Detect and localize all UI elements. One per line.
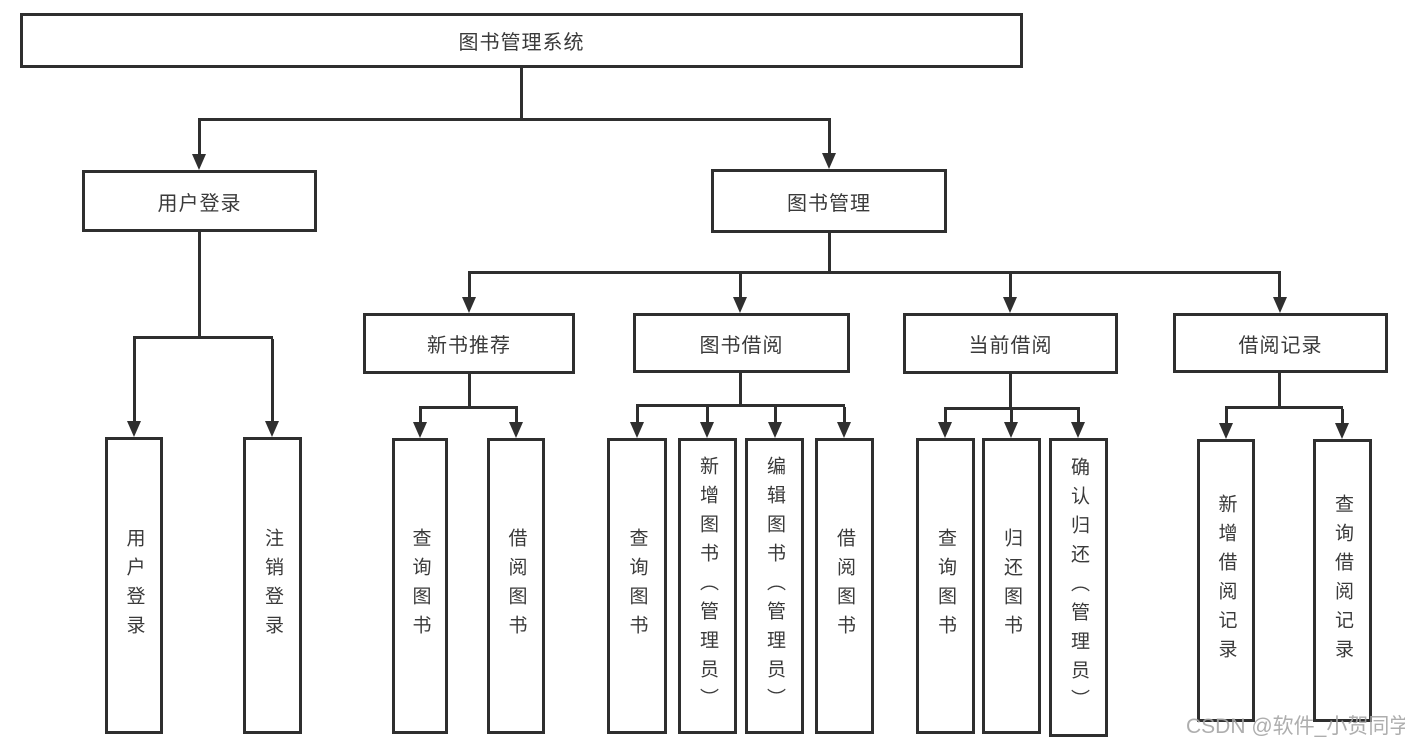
node-book-management: 图书管理 [711,169,947,233]
connector-line [198,118,831,121]
arrow-down-icon [127,421,141,437]
leaf-borrow-query-book-label: 查询图书 [626,528,648,644]
connector-line [520,68,523,118]
connector-line [774,407,777,422]
arrow-down-icon [1003,297,1017,313]
connector-line [843,407,846,422]
leaf-records-query-record-label: 查询借阅记录 [1332,493,1353,668]
leaf-records-query-record: 查询借阅记录 [1313,439,1372,722]
arrow-down-icon [733,297,747,313]
connector-line [1010,410,1013,422]
connector-line [1341,409,1344,423]
connector-line [1278,373,1281,406]
node-book-borrow: 图书借阅 [633,313,850,373]
leaf-current-confirm-return: 确认归还（管理员） [1049,438,1108,737]
connector-line [133,339,136,421]
connector-line [739,373,742,404]
watermark: CSDN @软件_小贺同学 [1186,715,1405,738]
leaf-current-confirm-return-label: 确认归还（管理员） [1068,457,1089,718]
connector-line [468,274,471,297]
arrow-down-icon [1219,423,1233,439]
arrow-down-icon [413,422,427,438]
arrow-down-icon [192,154,206,170]
connector-line [1009,274,1012,297]
leaf-user-login-label: 用户登录 [123,527,145,644]
node-root-label: 图书管理系统 [458,32,585,54]
leaf-borrow-add-book-label: 新增图书（管理员） [697,455,718,717]
arrow-down-icon [700,422,714,438]
node-user-login: 用户登录 [82,170,317,232]
node-book-borrow-label: 图书借阅 [699,334,784,357]
node-root: 图书管理系统 [20,13,1023,68]
leaf-current-query-book: 查询图书 [916,438,975,734]
leaf-recommend-query-book: 查询图书 [392,438,448,734]
leaf-borrow-query-book: 查询图书 [607,438,667,734]
leaf-current-return-book: 归还图书 [982,438,1041,734]
leaf-recommend-borrow-book-label: 借阅图书 [505,528,527,644]
leaf-borrow-borrow-book-label: 借阅图书 [834,528,855,644]
node-user-login-label: 用户登录 [157,192,242,215]
arrow-down-icon [509,422,523,438]
connector-line [828,233,831,271]
leaf-borrow-add-book: 新增图书（管理员） [678,438,737,734]
connector-line [1077,410,1080,422]
leaf-user-login: 用户登录 [105,437,163,734]
connector-line [515,409,518,422]
leaf-logout: 注销登录 [243,437,302,734]
leaf-borrow-borrow-book: 借阅图书 [815,438,874,734]
connector-line [1278,274,1281,297]
connector-line [636,404,845,407]
connector-line [198,121,201,154]
connector-line [1225,406,1343,409]
node-borrow-records-label: 借阅记录 [1238,334,1323,357]
node-borrow-records: 借阅记录 [1173,313,1388,373]
connector-line [271,339,274,421]
arrow-down-icon [462,297,476,313]
arrow-down-icon [1273,297,1287,313]
leaf-recommend-query-book-label: 查询图书 [409,528,431,644]
connector-line [419,409,422,422]
leaf-borrow-edit-book-label: 编辑图书（管理员） [764,455,785,717]
leaf-borrow-edit-book: 编辑图书（管理员） [745,438,804,734]
connector-line [1225,409,1228,423]
connector-line [468,374,471,406]
connector-line [133,336,273,339]
connector-line [739,274,742,297]
node-current-borrow-label: 当前借阅 [968,335,1053,357]
arrow-down-icon [1335,423,1349,439]
arrow-down-icon [768,422,782,438]
arrow-down-icon [630,422,644,438]
leaf-current-query-book-label: 查询图书 [935,528,956,644]
node-current-borrow: 当前借阅 [903,313,1118,374]
leaf-recommend-borrow-book: 借阅图书 [487,438,545,734]
connector-line [636,407,639,422]
connector-line [944,407,1080,410]
connector-line [198,232,201,336]
node-new-book-recommend: 新书推荐 [363,313,575,374]
node-new-book-recommend-label: 新书推荐 [427,335,511,357]
arrow-down-icon [822,153,836,169]
connector-line [706,407,709,422]
leaf-current-return-book-label: 归还图书 [1001,528,1022,644]
connector-line [944,410,947,422]
arrow-down-icon [938,422,952,438]
arrow-down-icon [1004,422,1018,438]
leaf-logout-label: 注销登录 [262,527,283,644]
arrow-down-icon [1071,422,1085,438]
connector-line [1009,374,1012,407]
leaf-records-add-record: 新增借阅记录 [1197,439,1255,722]
connector-line [828,121,831,153]
connector-line [468,271,1281,274]
arrow-down-icon [265,421,279,437]
arrow-down-icon [837,422,851,438]
connector-line [419,406,518,409]
node-book-management-label: 图书管理 [787,192,871,215]
leaf-records-add-record-label: 新增借阅记录 [1215,493,1237,668]
